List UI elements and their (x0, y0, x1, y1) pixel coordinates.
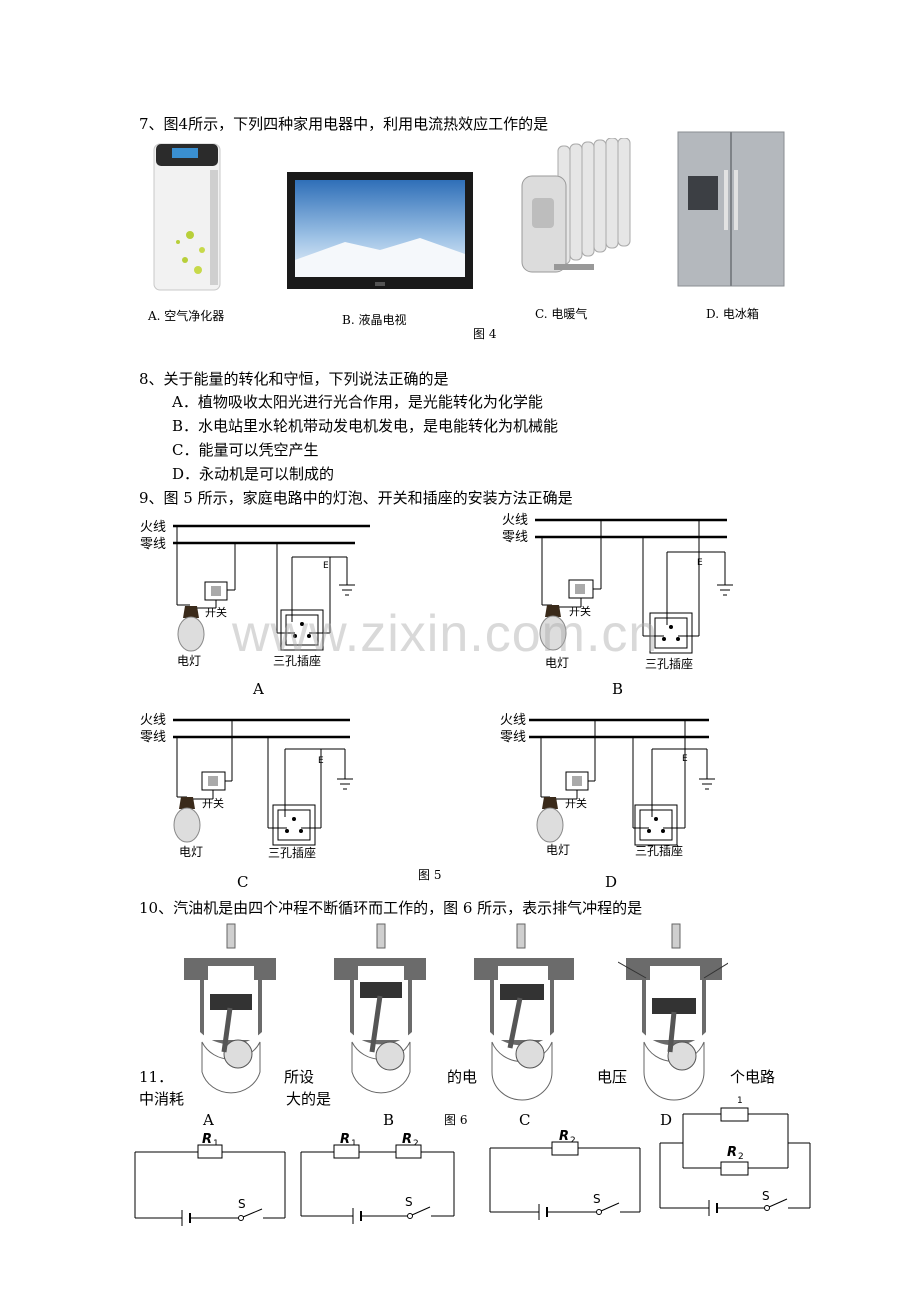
air-purifier-image (153, 143, 221, 291)
circuit-diagram-c: 火线 零线 开关 电灯 E 三孔插座 (140, 713, 353, 860)
svg-text:火线: 火线 (140, 713, 166, 728)
svg-text:零线: 零线 (140, 730, 166, 745)
engine-stroke-d (618, 923, 728, 1101)
circuit-b-letter: B (612, 680, 624, 698)
watermark: www.zixin.com.cn (232, 605, 659, 663)
q8-option-b: B．水电站里水轮机带动发电机发电，是电能转化为机械能 (172, 417, 559, 435)
svg-text:三孔插座: 三孔插座 (268, 845, 316, 860)
q11-fragment-1: 所设 (284, 1068, 315, 1086)
svg-text:开关: 开关 (565, 796, 587, 810)
resistor-circuit-b: R 1 R 2 S (300, 1132, 455, 1224)
svg-text:R: R (340, 1132, 350, 1147)
svg-text:零线: 零线 (502, 530, 528, 545)
svg-text:2: 2 (413, 1139, 419, 1149)
q8-text: 8、关于能量的转化和守恒，下列说法正确的是 (139, 370, 449, 388)
svg-text:S: S (405, 1195, 413, 1209)
svg-text:电灯: 电灯 (546, 843, 570, 857)
q11-fragment-3: 电压 (597, 1068, 628, 1086)
svg-text:电灯: 电灯 (179, 845, 203, 859)
circuit-diagram-b: 火线 零线 开关 电灯 E 三孔插座 (502, 513, 733, 671)
electric-heater-image (521, 138, 631, 273)
svg-text:S: S (762, 1189, 770, 1203)
engine-stroke-a (184, 923, 276, 1094)
svg-text:S: S (593, 1192, 601, 1206)
q7-option-a: A. 空气净化器 (148, 309, 225, 323)
socket-label: 三孔插座 (273, 653, 321, 668)
svg-text:E: E (697, 558, 703, 568)
circuit-diagram-d: 火线 零线 开关 电灯 E 三孔插座 (500, 713, 715, 858)
svg-text:E: E (318, 756, 324, 766)
q8-option-a: A．植物吸收太阳光进行光合作用，是光能转化为化学能 (172, 393, 543, 411)
q8-option-c: C．能量可以凭空产生 (172, 441, 319, 459)
svg-text:2: 2 (570, 1136, 576, 1146)
svg-text:R: R (402, 1132, 412, 1147)
q11-number: 11． (139, 1068, 174, 1086)
svg-text:三孔插座: 三孔插座 (645, 656, 693, 671)
svg-text:2: 2 (738, 1152, 744, 1162)
resistor-circuit-a: R 1 S (134, 1132, 286, 1226)
resistor-circuit-d: 1 R 2 S (659, 1096, 811, 1216)
circuit-c-letter: C (237, 873, 249, 891)
svg-text:电灯: 电灯 (545, 656, 569, 670)
svg-text:火线: 火线 (502, 513, 528, 528)
neutral-wire-label: 零线 (140, 537, 166, 552)
q8-option-d: D．永动机是可以制成的 (172, 465, 335, 483)
engine-d-letter: D (660, 1111, 673, 1129)
live-wire-label: 火线 (140, 520, 166, 535)
svg-text:火线: 火线 (500, 713, 526, 728)
q9-text: 9、图 5 所示，家庭电路中的灯泡、开关和插座的安装方法正确是 (139, 489, 573, 507)
engine-stroke-b (334, 923, 426, 1094)
svg-text:1: 1 (737, 1096, 743, 1106)
svg-text:R: R (559, 1129, 569, 1144)
engine-b-letter: B (383, 1111, 395, 1129)
q11-line2b: 大的是 (286, 1090, 332, 1108)
resistor-circuit-c: R 2 S (489, 1129, 641, 1220)
circuit-d-letter: D (605, 873, 618, 891)
q7-option-c: C. 电暖气 (535, 307, 588, 321)
q7-option-b: B. 液晶电视 (342, 313, 407, 327)
lcd-tv-image (287, 172, 473, 289)
engine-a-letter: A (203, 1111, 214, 1129)
svg-text:三孔插座: 三孔插座 (635, 843, 683, 858)
q7-option-d: D. 电冰箱 (706, 307, 759, 321)
svg-text:R: R (202, 1132, 212, 1147)
engine-stroke-c (474, 923, 574, 1101)
engine-c-letter: C (519, 1111, 531, 1129)
q11-fragment-4: 个电路 (730, 1068, 776, 1086)
q11-fragment-2: 的电 (447, 1068, 478, 1086)
svg-text:1: 1 (351, 1139, 357, 1149)
figure-5-caption: 图 5 (418, 868, 442, 882)
svg-text:S: S (238, 1197, 246, 1211)
svg-text:E: E (682, 754, 688, 764)
earth-label: E (323, 561, 329, 571)
svg-text:R: R (727, 1145, 737, 1160)
q11-line2a: 中消耗 (139, 1090, 185, 1108)
figure-4-caption: 图 4 (473, 327, 497, 341)
svg-text:1: 1 (213, 1139, 219, 1149)
lamp-label: 电灯 (177, 654, 201, 668)
q10-text: 10、汽油机是由四个冲程不断循环而工作的，图 6 所示，表示排气冲程的是 (139, 899, 643, 917)
circuit-a-letter: A (253, 680, 264, 698)
circuit-diagram-a: 火线 零线 开关 电灯 E 三孔插座 (140, 520, 370, 668)
figure-6-caption: 图 6 (444, 1113, 468, 1127)
refrigerator-image (677, 131, 785, 287)
svg-text:零线: 零线 (500, 730, 526, 745)
q7-text: 7、图4所示，下列四种家用电器中，利用电流热效应工作的是 (139, 115, 549, 133)
